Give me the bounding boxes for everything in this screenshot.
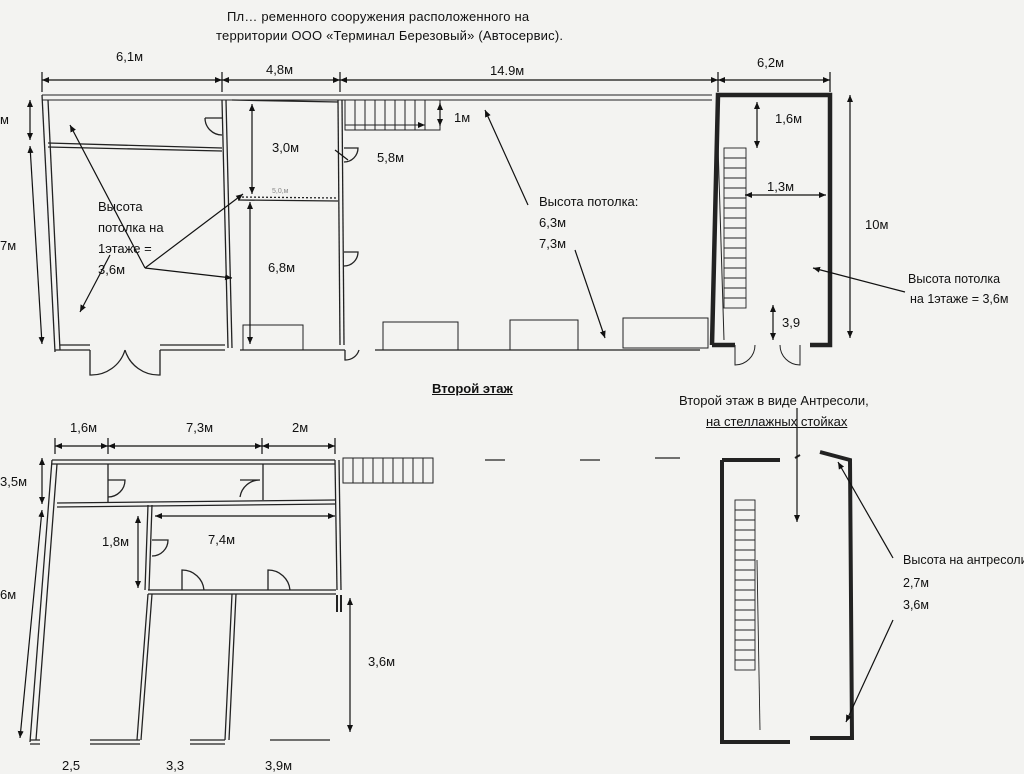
dim-label-3-9: 3,9 xyxy=(782,315,801,330)
mezzanine-note-line-1: Второй этаж в виде Антресоли, xyxy=(679,393,869,408)
second-floor-partitions xyxy=(107,479,342,741)
mezzanine-block xyxy=(720,450,855,744)
first-floor-right-block xyxy=(709,92,833,366)
first-floor-leaders xyxy=(69,109,906,339)
dim-label-3-0m: 3,0м xyxy=(272,140,300,155)
second-floor-leaders xyxy=(794,408,894,723)
dim-label-bottom-2: 3,3 xyxy=(166,758,185,773)
second-floor-dimensions xyxy=(17,438,353,739)
ceiling-height-note-center-title: Высота потолка: xyxy=(539,194,639,209)
dim-label-1-6m-second: 1,6м xyxy=(70,420,98,435)
mezzanine-height-v1: 2,7м xyxy=(903,576,929,590)
ceiling-height-note-left: Высота потолка на 1этаже = 3,6м xyxy=(98,199,164,277)
plan-title-line-2: территории ООО «Терминал Березовый» (Авт… xyxy=(216,28,564,43)
second-floor-heading: Второй этаж xyxy=(432,381,513,396)
dim-label-6-1m: 6,1м xyxy=(116,49,144,64)
dim-label-2m: 2м xyxy=(292,420,309,435)
second-floor-plan xyxy=(29,450,855,745)
dim-label-1-8m: 1,8м xyxy=(102,534,130,549)
first-floor-dimensions xyxy=(27,72,853,345)
dim-label-tiny: 5,0,м xyxy=(272,188,289,195)
dim-label-7-3m: 7,3м xyxy=(186,420,214,435)
ceiling-height-note-right-2: на 1этаже = 3,6м xyxy=(910,292,1009,306)
plan-title-line-1: Пл… ременного сооружения расположенного … xyxy=(227,9,530,24)
dim-label-5-8m: 5,8м xyxy=(377,150,405,165)
first-floor-openings xyxy=(242,317,709,351)
ceiling-height-note-center-v1: 6,3м xyxy=(539,215,567,230)
mezzanine-height-title: Высота на антресоли xyxy=(903,553,1024,567)
dim-label-4-8m: 4,8м xyxy=(266,62,294,77)
dim-label-10m: 10м xyxy=(865,217,889,232)
first-floor-partitions xyxy=(47,99,360,376)
dim-label-1-6m-top: 1,6м xyxy=(775,111,803,126)
dim-label-bottom-1: 2,5 xyxy=(62,758,81,773)
dim-label-6-8m: 6,8м xyxy=(268,260,296,275)
first-floor-outer-wall xyxy=(41,94,712,353)
dim-label-6-2m-top: 6,2м xyxy=(757,55,785,70)
ceiling-height-note-right-1: Высота потолка xyxy=(908,272,1001,286)
first-floor-plan xyxy=(41,92,833,376)
first-floor-stair xyxy=(344,99,441,131)
dim-label-1m: 1м xyxy=(454,110,471,125)
ceiling-height-note-center-v2: 7,3м xyxy=(539,236,567,251)
dim-label-7-4m: 7,4м xyxy=(208,532,236,547)
second-floor-stair xyxy=(342,457,434,484)
dim-label-1-3m: 1,3м xyxy=(767,179,795,194)
dim-label-3-5m: 3,5м xyxy=(0,474,28,489)
dim-label-bottom-3: 3,9м xyxy=(265,758,293,773)
dim-label-left-top: м xyxy=(0,112,9,127)
mezzanine-note-line-2: на стеллажных стойках xyxy=(706,414,848,429)
dim-label-left-second: 6м xyxy=(0,587,17,602)
dim-label-left-main: 7м xyxy=(0,238,17,253)
mezzanine-height-v2: 3,6м xyxy=(903,598,929,612)
dim-label-14-9m: 14.9м xyxy=(490,63,525,78)
second-floor-outer-wall xyxy=(29,459,342,745)
dim-label-3-6m: 3,6м xyxy=(368,654,396,669)
second-floor-markers xyxy=(485,457,680,461)
